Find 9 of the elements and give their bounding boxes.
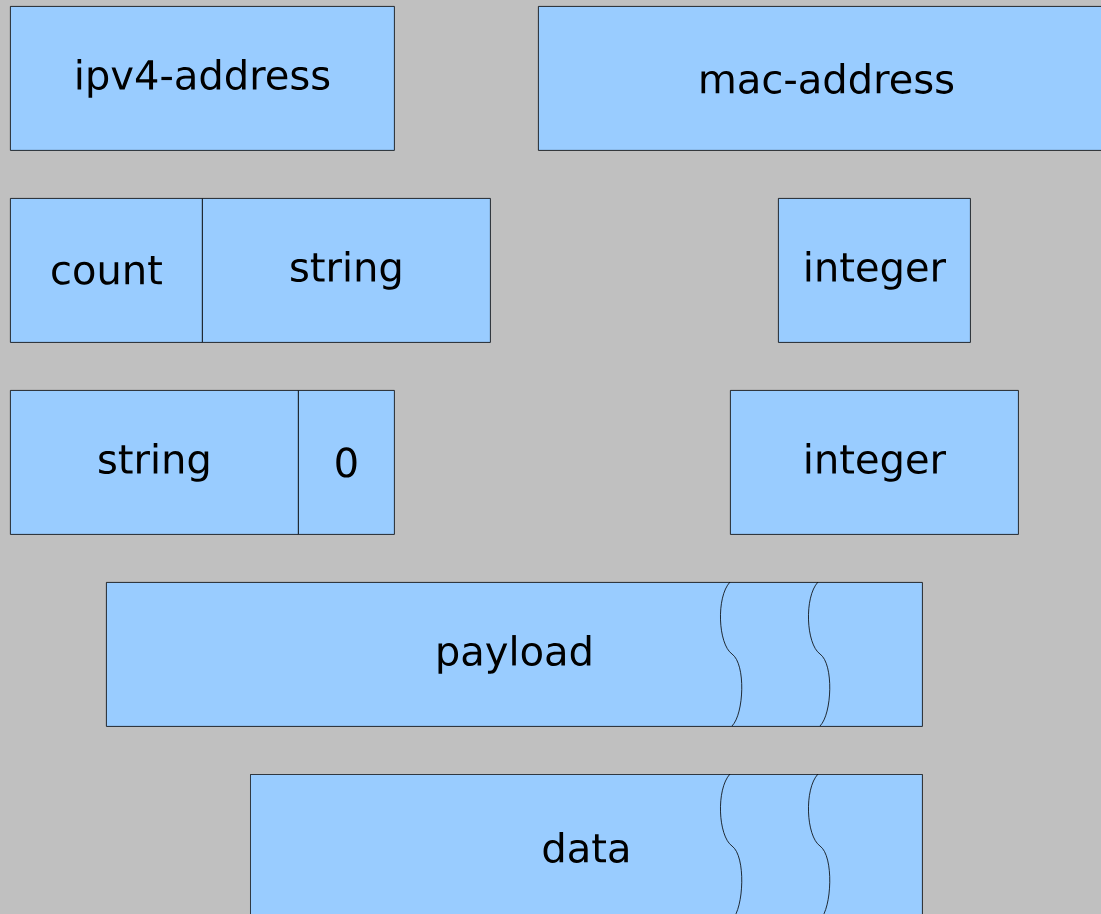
field-box: mac-address [538,6,1101,151]
field-box: count [10,198,203,343]
field-box: 0 [298,390,395,535]
field-box: integer [730,390,1019,535]
field-box: integer [778,198,971,343]
field-box: payload [106,582,923,727]
field-box: string [202,198,491,343]
field-box: ipv4-address [10,6,395,151]
field-box: data [250,774,923,914]
